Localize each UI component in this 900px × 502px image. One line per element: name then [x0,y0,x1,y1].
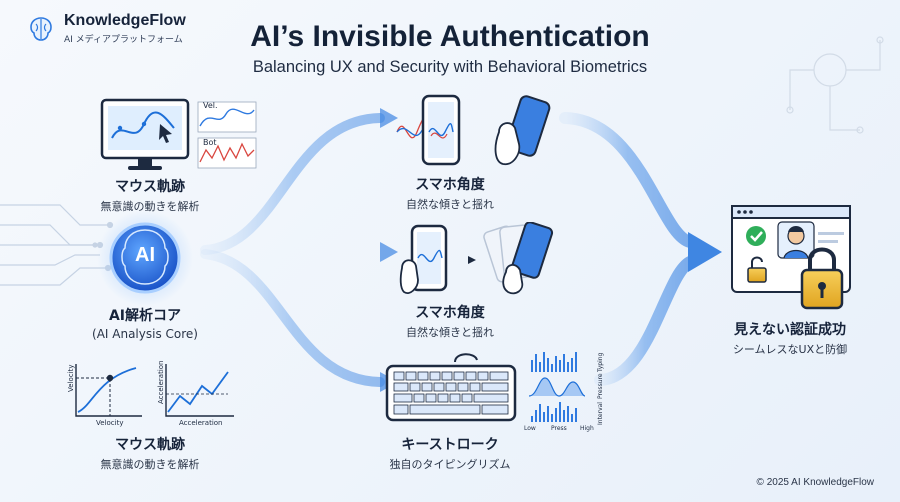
keystroke-illustration [385,352,586,422]
monitor-icon [100,98,190,170]
mouse-top-title: マウス軌跡 [115,179,185,195]
phone-tilt-illustration-mid [399,222,554,295]
pressure-axis-label: Pressure [597,373,604,399]
brand-header: KnowledgeFlow AI メディアプラットフォーム [26,12,186,45]
keystroke-title: キーストローク [401,437,499,453]
flow-arrows [200,112,696,387]
typing-rhythm-charts [528,352,586,422]
checkmark-icon [746,226,766,246]
brand-name: KnowledgeFlow [64,12,186,29]
phone-top-title: スマホ角度 [415,177,485,193]
mouse-bottom-label: マウス軌跡 無意識の動きを解析 [90,434,210,472]
ai-core-icon [97,210,193,306]
page-title: AI’s Invisible Authentication [250,20,650,53]
interval-axis-label: Interval [597,402,604,425]
mouse-axes-illustration [75,364,234,417]
ai-core-label: AI解析コア (AI Analysis Core) [85,305,205,341]
mouse-top-desc: 無意識の動きを解析 [100,200,200,213]
hand-holding-phone-icon [494,95,551,166]
padlock-icon [800,247,844,310]
phone-mid-title: スマホ角度 [415,305,485,321]
bot-mini-chart [197,137,257,169]
ai-core-text: AI [135,244,155,266]
result-label: 見えない認証成功 シームレスなUXと防御 [720,319,860,357]
right-circuit-decoration [786,36,884,134]
mouse-bottom-title: マウス軌跡 [115,437,185,453]
bot-chart-label: Bot [203,138,217,147]
left-circuit-lines [0,204,114,286]
user-avatar-icon [777,221,844,259]
tilting-phones-icon [483,222,554,295]
copyright-footer: © 2025 AI KnowledgeFlow [756,477,874,488]
x-low-label: Low [524,425,536,432]
velocity-mini-chart [197,101,257,133]
typing-axis-label: Typing [597,352,604,372]
hand-phone-left-icon [399,224,448,294]
keystroke-desc: 独自のタイピングリズム [389,458,511,471]
keystroke-label: キーストローク 独自のタイピングリズム [380,434,520,472]
phone-top-label: スマホ角度 自然な傾きと揺れ [395,174,505,212]
keyboard-icon [385,364,517,422]
mouse-top-label: マウス軌跡 無意識の動きを解析 [90,176,210,214]
result-title: 見えない認証成功 [734,322,846,338]
mouse-bottom-desc: 無意識の動きを解析 [100,458,200,471]
x-high-label: High [580,425,594,432]
phone-mid-desc: 自然な傾きと揺れ [406,326,494,339]
brand-subtitle: AI メディアプラットフォーム [64,35,183,45]
velocity-chart-label: Vel. [203,101,218,110]
ai-core-title: AI解析コア [108,308,182,324]
phone-top-desc: 自然な傾きと揺れ [406,198,494,211]
small-lock-icon [747,256,767,283]
phone-tilt-illustration-top [396,94,551,166]
acceleration-y-axis-label: Acceleration [157,360,165,405]
page-subtitle: Balancing UX and Security with Behaviora… [252,58,648,76]
brain-logo-icon [30,16,52,41]
acceleration-x-axis-label: Acceleration [179,419,223,427]
velocity-x-axis-label: Velocity [96,419,124,427]
velocity-y-axis-label: Velocity [67,364,75,392]
auth-success-illustration [731,205,851,310]
mouse-trajectory-illustration [100,98,257,170]
ai-core-desc: (AI Analysis Core) [92,327,198,341]
velocity-axes-chart [75,364,142,417]
result-desc: シームレスなUXと防御 [732,343,848,356]
x-press-label: Press [551,425,567,432]
phone-mid-label: スマホ角度 自然な傾きと揺れ [395,302,505,340]
acceleration-axes-chart [165,364,234,417]
small-arrow-icon [468,256,476,264]
